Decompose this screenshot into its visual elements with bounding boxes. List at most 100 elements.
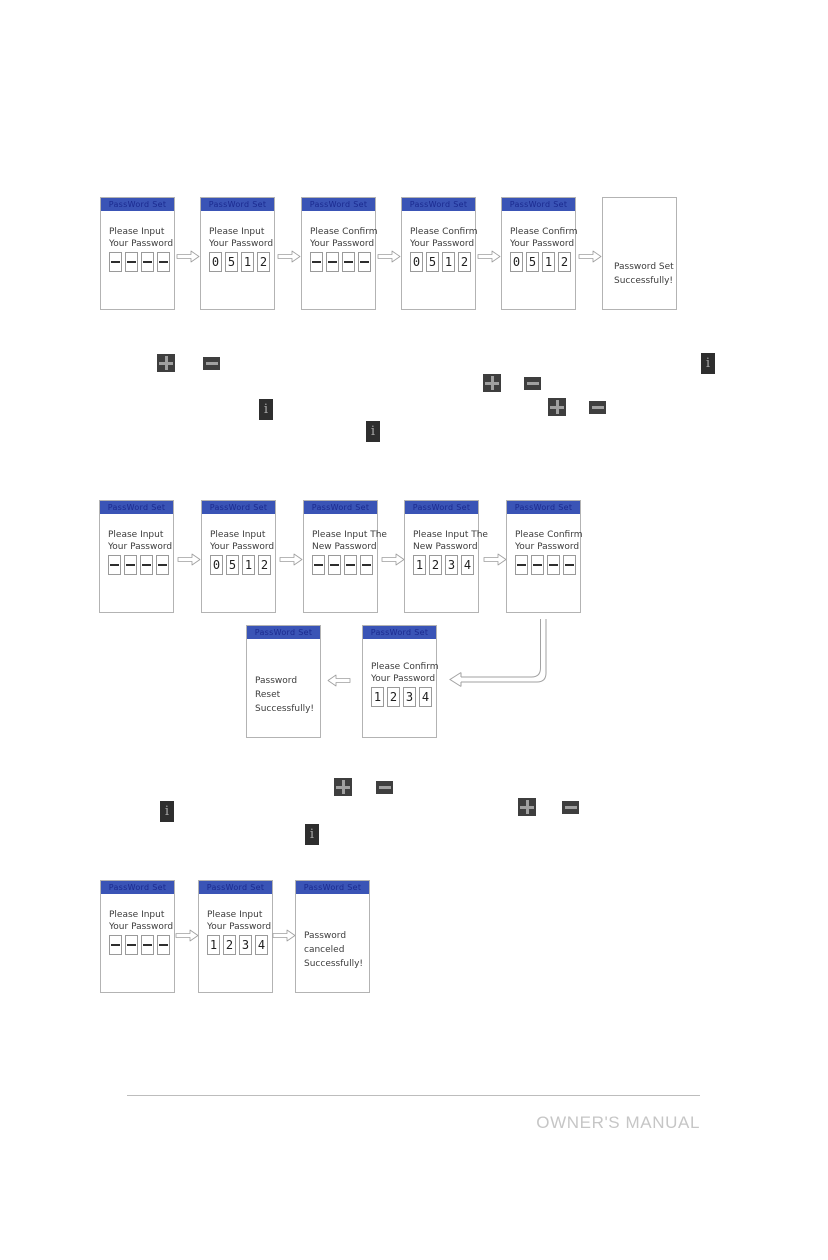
minus-button-icon [524, 377, 541, 390]
flow-arrow-right-icon [381, 553, 405, 566]
password-digit-boxes [108, 555, 173, 575]
digit-box: 1 [413, 555, 426, 575]
screen-title: PassWord Set [108, 200, 167, 209]
digit-box: 4 [419, 687, 432, 707]
digit-box [326, 252, 339, 272]
screen-title-bar: PassWord Set [201, 198, 274, 211]
digit-box [109, 935, 122, 955]
lcd-screen: PassWord Set Please Input Your Password … [198, 880, 273, 993]
screen-text-line: Your Password [108, 542, 173, 552]
screen-text-line: Your Password [515, 542, 580, 552]
digit-box [547, 555, 560, 575]
screen-message-line: Reset [255, 690, 281, 700]
digit-box [310, 252, 323, 272]
digit-box [109, 252, 122, 272]
flow-arrow-right-icon [483, 553, 507, 566]
lcd-screen: PassWord Set Please Confirm Your Passwor… [301, 197, 378, 310]
lcd-screen: PassWord Set Please Input Your Password [100, 197, 175, 310]
digit-box: 1 [242, 555, 255, 575]
lcd-screen: PassWord Set Please Confirm Your Passwor… [401, 197, 478, 310]
screen-text-line: Please Confirm [310, 227, 378, 237]
screen-title: PassWord Set [206, 883, 265, 892]
screen-message-line: Successfully! [614, 276, 674, 286]
screen-title: PassWord Set [309, 200, 368, 209]
digit-box [157, 935, 170, 955]
lcd-screen: PassWord Set Password canceled Successfu… [295, 880, 370, 993]
screen-text-line: Your Password [510, 239, 575, 249]
digit-box [531, 555, 544, 575]
screen-title: PassWord Set [370, 628, 429, 637]
flow-arrow-right-icon [578, 250, 602, 263]
digit-box: 2 [387, 687, 400, 707]
digit-box: 1 [442, 252, 455, 272]
screen-text-line: New Password [312, 542, 377, 552]
screen-text-line: Your Password [207, 922, 272, 932]
minus-button-icon [203, 357, 220, 370]
screen-message-line: Successfully! [255, 704, 315, 714]
flow-arrow-left-icon [327, 674, 351, 687]
screen-text-line: New Password [413, 542, 478, 552]
flow-arrow-right-icon [272, 929, 296, 942]
footer-label: OWNER'S MANUAL [536, 1113, 700, 1132]
digit-box [141, 935, 154, 955]
digit-box: 4 [461, 555, 474, 575]
i-button-icon: i [160, 801, 174, 822]
flow-connector-elbow-icon [445, 610, 557, 698]
screen-title: PassWord Set [412, 503, 471, 512]
lcd-screen: PassWord Set Please Input The New Passwo… [303, 500, 387, 613]
digit-box [140, 555, 153, 575]
screen-title-bar: PassWord Set [101, 881, 174, 894]
digit-box: 1 [207, 935, 220, 955]
screen-text-line: Your Password [209, 239, 274, 249]
digit-box: 5 [426, 252, 439, 272]
digit-box: 2 [458, 252, 471, 272]
screen-title: PassWord Set [514, 503, 573, 512]
lcd-screen: PassWord Set Please Confirm Your Passwor… [362, 625, 439, 738]
screen-text-line: Please Input The [413, 530, 488, 540]
screen-title: PassWord Set [509, 200, 568, 209]
lcd-screen: PassWord Set Please Confirm Your Passwor… [506, 500, 583, 613]
screen-text-line: Please Input [109, 227, 165, 237]
digit-box: 3 [445, 555, 458, 575]
digit-box: 2 [257, 252, 270, 272]
screen-message-line: Password [304, 931, 347, 941]
screen-text-line: Please Input [109, 910, 165, 920]
screen-title: PassWord Set [409, 200, 468, 209]
screen-text-line: Please Confirm [510, 227, 578, 237]
plus-button-icon [334, 778, 352, 796]
flow-arrow-right-icon [477, 250, 501, 263]
flow-arrow-right-icon [177, 553, 201, 566]
password-digit-boxes: 0 5 1 2 [209, 252, 274, 272]
screen-text-line: Please Input [207, 910, 263, 920]
screen-title-bar: PassWord Set [502, 198, 575, 211]
screen-title: PassWord Set [209, 503, 268, 512]
screen-text-line: Please Confirm [410, 227, 478, 237]
digit-box [156, 555, 169, 575]
digit-box [108, 555, 121, 575]
digit-box [125, 935, 138, 955]
digit-box [360, 555, 373, 575]
password-digit-boxes [109, 935, 174, 955]
digit-box: 5 [225, 252, 238, 272]
digit-box: 0 [210, 555, 223, 575]
screen-title-bar: PassWord Set [304, 501, 377, 514]
screen-title-bar: PassWord Set [247, 626, 320, 639]
flow-arrow-right-icon [176, 250, 200, 263]
digit-box [358, 252, 371, 272]
password-digit-boxes: 0 5 1 2 [210, 555, 275, 575]
screen-text-line: Please Input [108, 530, 164, 540]
lcd-screen: PassWord Set Please Input Your Password [99, 500, 174, 613]
screen-title-bar: PassWord Set [507, 501, 580, 514]
flow-arrow-right-icon [377, 250, 401, 263]
digit-box: 2 [258, 555, 271, 575]
screen-title: PassWord Set [303, 883, 362, 892]
screen-title-bar: PassWord Set [199, 881, 272, 894]
digit-box: 1 [542, 252, 555, 272]
screen-message-line: canceled [304, 945, 345, 955]
minus-button-icon [562, 801, 579, 814]
screen-title-bar: PassWord Set [100, 501, 173, 514]
digit-box: 5 [526, 252, 539, 272]
screen-text-line: Your Password [371, 674, 436, 684]
screen-text-line: Your Password [109, 239, 174, 249]
screen-text-line: Please Input The [312, 530, 387, 540]
